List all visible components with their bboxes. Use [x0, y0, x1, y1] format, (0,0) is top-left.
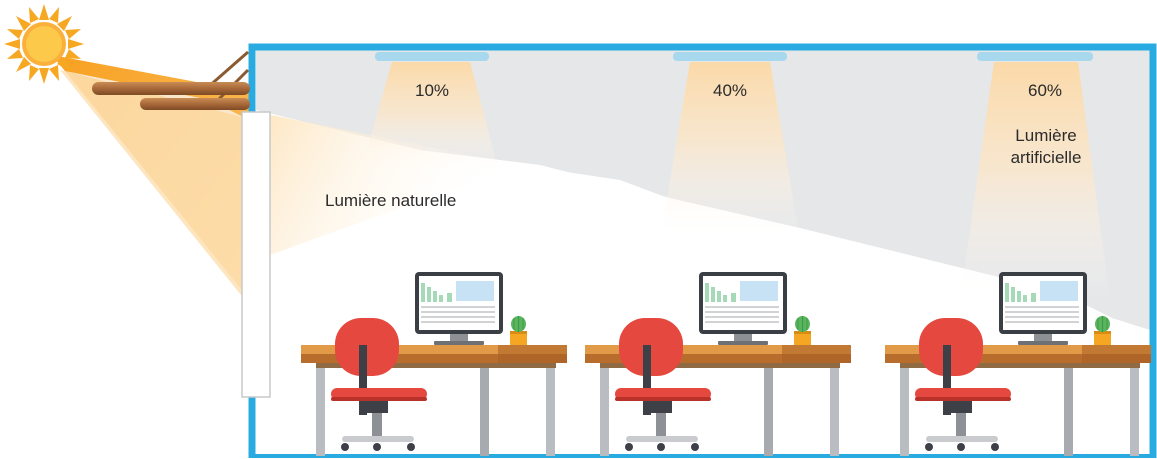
sunbeam-inner — [60, 70, 245, 300]
desk-icon — [585, 345, 851, 456]
lamp-beams — [360, 62, 1110, 300]
workstation-1 — [301, 272, 567, 456]
ceiling-lamp-icon — [977, 52, 1093, 61]
cactus-icon — [510, 316, 527, 345]
monitor-icon — [999, 272, 1087, 345]
ceiling-lamps — [375, 52, 1093, 61]
light-shelf-icon — [92, 50, 250, 110]
workstations — [301, 272, 1151, 456]
desk-icon — [885, 345, 1151, 456]
office-chair-icon — [331, 318, 427, 451]
lamp-percent-label-1: 10% — [414, 81, 450, 100]
monitor-icon — [699, 272, 787, 345]
desk-icon — [301, 345, 567, 456]
natural-light-label: Lumière naturelle — [325, 191, 457, 210]
ceiling-lamp-icon — [375, 52, 489, 61]
window-panel — [241, 111, 271, 398]
lamp-percent-label-3: 60% — [1027, 81, 1063, 100]
sun-icon — [4, 4, 84, 84]
artificial-light-label: Lumière artificielle — [1010, 126, 1082, 167]
cactus-icon — [794, 316, 811, 345]
office-chair-icon — [615, 318, 711, 451]
lamp-beam-2 — [660, 62, 800, 240]
lamp-percent-label-2: 40% — [712, 81, 748, 100]
monitor-icon — [415, 272, 503, 345]
lamp-beam-1 — [360, 62, 500, 175]
ceiling-lamp-icon — [673, 52, 787, 61]
workstation-2 — [585, 272, 851, 456]
cactus-icon — [1094, 316, 1111, 345]
natural-light-glow — [256, 112, 520, 260]
office-chair-icon — [915, 318, 1011, 451]
lamp-beam-3 — [960, 62, 1110, 300]
workstation-3 — [885, 272, 1151, 456]
